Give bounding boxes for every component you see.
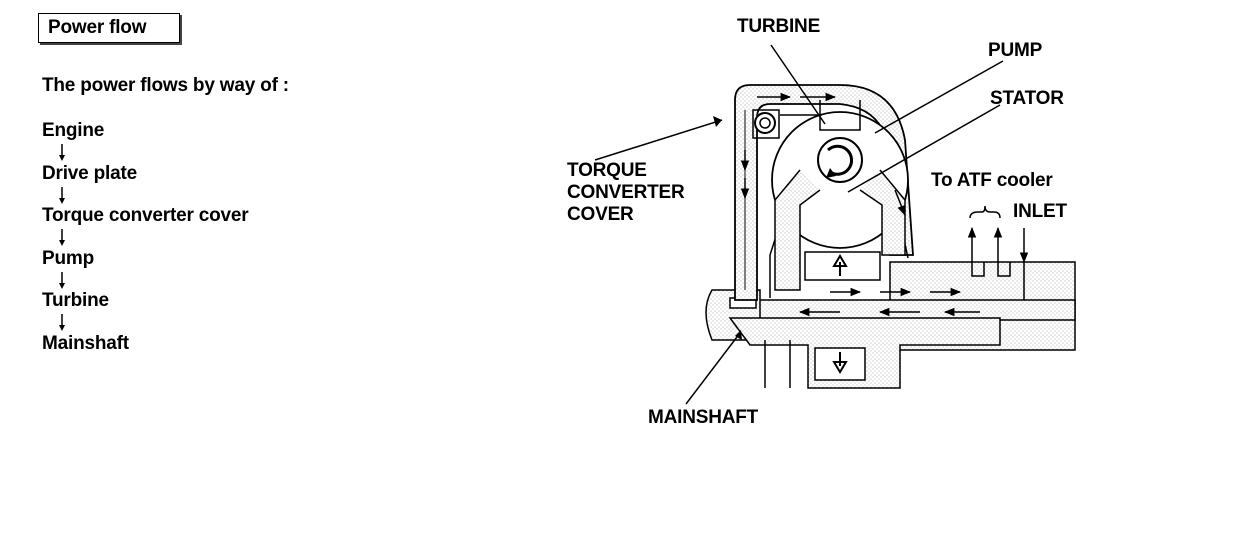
flow-arrow-down-icon [42,142,248,163]
flow-step-engine: Engine [42,120,105,141]
label-to-atf-cooler: To ATF cooler [931,170,1053,191]
flow-arrow-down-icon [42,270,248,291]
label-inlet: INLET [1013,201,1067,222]
label-stator: STATOR [990,88,1064,109]
flow-arrow-down-icon [42,227,248,248]
label-pump: PUMP [988,40,1043,61]
flow-step-pump: Pump [42,247,94,269]
converter-cover-shell [734,84,914,301]
mainshaft-hub [705,289,1001,389]
power-flow-list: Engine Drive plate Torque converter cove… [42,120,249,355]
flow-step-torque-converter-cover: Torque converter cover [42,205,249,227]
flow-step-mainshaft: Mainshaft [42,332,129,354]
flow-arrow-down-icon [42,312,248,333]
fluid-flow-arrows [740,92,1029,317]
flow-arrow-down-icon [42,185,248,206]
flow-step-drive-plate: Drive plate [42,162,137,184]
label-leader-lines [594,44,1004,405]
label-turbine: TURBINE [737,16,821,37]
torus-assembly [769,100,909,298]
flow-step-turbine: Turbine [42,290,109,312]
intro-text: The power flows by way of : [42,75,289,96]
label-mainshaft: MAINSHAFT [648,407,759,428]
section-title: Power flow [38,13,180,43]
